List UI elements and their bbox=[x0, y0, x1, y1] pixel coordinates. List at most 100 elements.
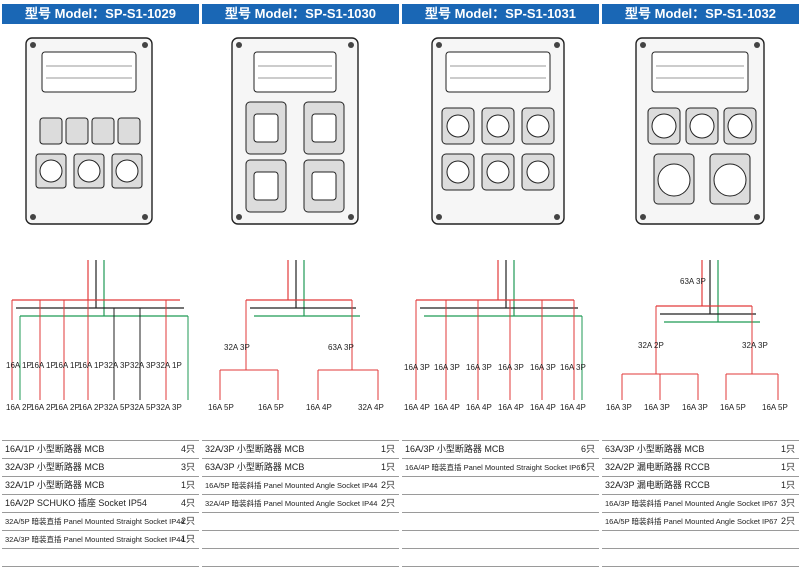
bom-row bbox=[402, 477, 599, 495]
panel-sp-s1-1029: 型号 Model：SP-S1-1029 16A 1P 16A 1P 16A 1P… bbox=[2, 0, 199, 567]
socket-label: 16A 2P bbox=[54, 403, 80, 412]
socket-label: 16A 5P bbox=[208, 403, 234, 412]
bom-row: 16A/3P 暗装斜插 Panel Mounted Angle Socket I… bbox=[602, 495, 799, 513]
breaker-label: 32A 1P bbox=[156, 361, 182, 370]
breaker-label: 16A 3P bbox=[560, 363, 586, 372]
breaker-label: 16A 3P bbox=[498, 363, 524, 372]
bom-row: 16A/5P 暗装斜插 Panel Mounted Angle Socket I… bbox=[602, 513, 799, 531]
socket-label: 16A 5P bbox=[762, 403, 788, 412]
breaker-window bbox=[651, 51, 749, 93]
bom-row: 16A/4P 暗装直插 Panel Mounted Straight Socke… bbox=[402, 459, 599, 477]
socket-label: 16A 3P bbox=[682, 403, 708, 412]
corner-screw bbox=[640, 42, 646, 48]
breaker-label: 16A 3P bbox=[434, 363, 460, 372]
breaker-label: 63A 3P bbox=[680, 277, 706, 286]
bom-row bbox=[202, 531, 399, 549]
socket-label: 32A 4P bbox=[358, 403, 384, 412]
breaker-label: 16A 1P bbox=[6, 361, 32, 370]
corner-screw bbox=[348, 42, 354, 48]
corner-screw bbox=[142, 214, 148, 220]
breaker-label: 16A 1P bbox=[78, 361, 104, 370]
socket-label: 16A 4P bbox=[434, 403, 460, 412]
enclosure-drawing bbox=[431, 37, 565, 225]
enclosure-drawing bbox=[231, 37, 359, 225]
corner-screw bbox=[436, 42, 442, 48]
corner-screw bbox=[754, 214, 760, 220]
panel-sp-s1-1031: 型号 Model：SP-S1-1031 16A 3P 16A 3P 16A 3P… bbox=[402, 0, 599, 567]
socket-label: 16A 4P bbox=[560, 403, 586, 412]
bom-row bbox=[602, 549, 799, 567]
corner-screw bbox=[236, 42, 242, 48]
socket-schuko bbox=[39, 117, 63, 145]
breaker-label: 16A 3P bbox=[466, 363, 492, 372]
socket-label: 32A 5P bbox=[104, 403, 130, 412]
wiring-diagram: 32A 3P 63A 3P 16A 5P 16A 5P 16A 4P 32A 4… bbox=[208, 260, 384, 412]
breaker-label: 16A 1P bbox=[30, 361, 56, 370]
wiring-diagram: 63A 3P 32A 2P 32A 3P 16A 3P 16A 3P 16A 3… bbox=[606, 260, 788, 412]
model-title: 型号 Model：SP-S1-1030 bbox=[202, 4, 399, 24]
wiring-diagram: 16A 1P 16A 1P 16A 1P 16A 1P 32A 3P 32A 3… bbox=[6, 260, 189, 412]
model-title: 型号 Model：SP-S1-1031 bbox=[402, 4, 599, 24]
model-title: 型号 Model：SP-S1-1029 bbox=[2, 4, 199, 24]
bom-row bbox=[202, 549, 399, 567]
socket-label: 16A 2P bbox=[78, 403, 104, 412]
enclosure-drawing bbox=[635, 37, 765, 225]
panel-sp-s1-1030: 型号 Model：SP-S1-1030 32A 3P 63A 3P 16A 5P… bbox=[202, 0, 399, 567]
socket-label: 32A 3P bbox=[156, 403, 182, 412]
socket-label: 16A 4P bbox=[498, 403, 524, 412]
breaker-label: 32A 3P bbox=[224, 343, 250, 352]
panel-sp-s1-1032: 型号 Model：SP-S1-1032 63A 3P 32A 2P 32A 3P… bbox=[602, 0, 799, 567]
breaker-label: 63A 3P bbox=[328, 343, 354, 352]
breaker-window bbox=[253, 51, 337, 93]
corner-screw bbox=[554, 42, 560, 48]
breaker-label: 32A 3P bbox=[742, 341, 768, 350]
socket-label: 16A 4P bbox=[306, 403, 332, 412]
corner-screw bbox=[236, 214, 242, 220]
enclosure-drawing bbox=[25, 37, 153, 225]
breaker-label: 32A 3P bbox=[104, 361, 130, 370]
bom-row bbox=[202, 513, 399, 531]
corner-screw bbox=[348, 214, 354, 220]
corner-screw bbox=[754, 42, 760, 48]
corner-screw bbox=[30, 214, 36, 220]
breaker-label: 16A 3P bbox=[404, 363, 430, 372]
bom-row: 32A/4P 暗装斜插 Panel Mounted Angle Socket I… bbox=[202, 495, 399, 513]
corner-screw bbox=[30, 42, 36, 48]
bom-row bbox=[402, 549, 599, 567]
socket-label: 32A 5P bbox=[130, 403, 156, 412]
socket-label: 16A 5P bbox=[258, 403, 284, 412]
socket-label: 16A 5P bbox=[720, 403, 746, 412]
socket-label: 16A 4P bbox=[466, 403, 492, 412]
bom-row bbox=[2, 549, 199, 567]
breaker-label: 16A 1P bbox=[54, 361, 80, 370]
breaker-label: 32A 2P bbox=[638, 341, 664, 350]
bom-row: 16A/5P 暗装斜插 Panel Mounted Angle Socket I… bbox=[202, 477, 399, 495]
socket-label: 16A 4P bbox=[404, 403, 430, 412]
breaker-label: 32A 3P bbox=[130, 361, 156, 370]
socket-label: 16A 3P bbox=[606, 403, 632, 412]
socket-label: 16A 4P bbox=[530, 403, 556, 412]
socket-label: 16A 3P bbox=[644, 403, 670, 412]
socket-schuko bbox=[117, 117, 141, 145]
corner-screw bbox=[142, 42, 148, 48]
bom-row bbox=[402, 495, 599, 513]
socket-label: 16A 2P bbox=[30, 403, 56, 412]
bom-row bbox=[602, 531, 799, 549]
breaker-window bbox=[41, 51, 137, 93]
wiring-diagram: 16A 3P 16A 3P 16A 3P 16A 3P 16A 3P 16A 3… bbox=[404, 260, 586, 412]
model-title: 型号 Model：SP-S1-1032 bbox=[602, 4, 799, 24]
corner-screw bbox=[554, 214, 560, 220]
